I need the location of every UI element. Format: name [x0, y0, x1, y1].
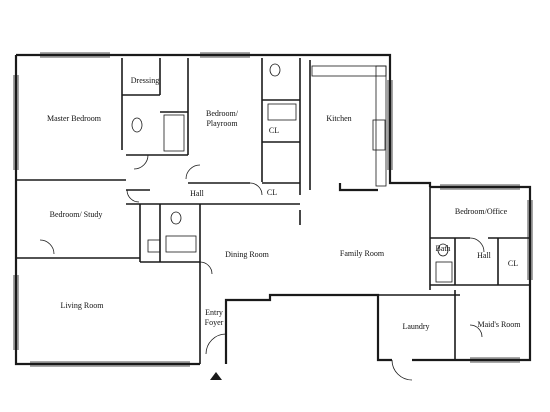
bathtub-icon: [267, 103, 297, 121]
toilet-icon: [437, 243, 449, 257]
room-label-closet-1: CL: [268, 126, 280, 135]
door-swing-icon: [205, 333, 227, 355]
door-swing-icon: [249, 182, 263, 196]
room-label-closet-3: CL: [507, 259, 519, 268]
room-label-dressing: Dressing: [130, 76, 160, 85]
room-label-hall-1: Hall: [190, 189, 204, 198]
room-label-bedroom-study: Bedroom/ Study: [49, 210, 103, 219]
door-swing-icon: [391, 359, 413, 381]
entry-arrow-icon: [210, 372, 222, 380]
room-label-bath: Bath: [435, 244, 451, 253]
door-swing-icon: [185, 164, 201, 180]
door-swing-icon: [469, 237, 485, 253]
room-label-bedroom-playroom-line2: Playroom: [206, 119, 238, 128]
toilet-icon: [131, 117, 143, 133]
windows: [13, 52, 533, 367]
interior-walls: [15, 58, 530, 364]
room-label-hall-2: Hall: [477, 251, 491, 260]
sink-icon: [372, 119, 386, 151]
room-label-bedroom-playroom-line1: Bedroom/: [206, 109, 238, 118]
room-label-master-bedroom: Master Bedroom: [47, 114, 101, 123]
bathtub-icon: [435, 261, 453, 283]
door-swing-icon: [126, 189, 140, 203]
sink-icon: [147, 239, 161, 253]
door-swing-icon: [469, 324, 483, 338]
room-label-foyer: Foyer: [204, 318, 224, 327]
bathtub-icon: [163, 114, 185, 152]
room-label-maids-room: Maid's Room: [477, 320, 521, 329]
bathtub-icon: [165, 235, 197, 253]
room-label-living-room: Living Room: [60, 301, 104, 310]
fixtures: [131, 63, 453, 283]
room-label-closet-2: CL: [266, 188, 278, 197]
door-swings: [39, 154, 485, 381]
room-label-kitchen: Kitchen: [326, 114, 352, 123]
door-swing-icon: [133, 154, 149, 170]
toilet-icon: [170, 211, 182, 225]
toilet-icon: [269, 63, 281, 77]
room-label-dining-room: Dining Room: [225, 250, 269, 259]
door-swing-icon: [199, 261, 213, 275]
room-label-entry: Entry: [205, 308, 223, 317]
room-label-laundry: Laundry: [402, 322, 430, 331]
door-swing-icon: [39, 239, 55, 255]
room-label-bedroom-office: Bedroom/Office: [454, 207, 508, 216]
room-label-family-room: Family Room: [339, 249, 385, 258]
